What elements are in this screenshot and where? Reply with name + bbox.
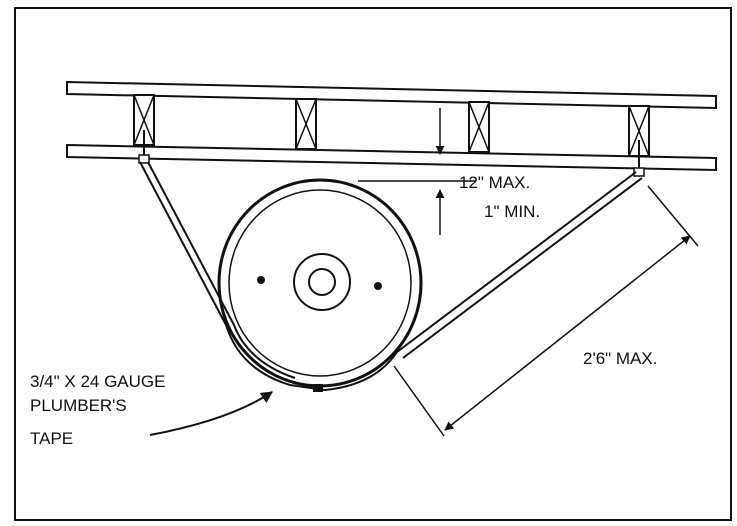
- joist-block-2: [295, 98, 317, 150]
- tape-leader-arrow: [149, 391, 273, 436]
- right-fastener: [633, 140, 645, 177]
- strap-left: [139, 161, 326, 391]
- diagram-border: [14, 7, 732, 521]
- clearance-min-label: 1" MIN.: [484, 202, 540, 221]
- clearance-max-label: 12" MAX.: [459, 173, 530, 192]
- joist-block-3: [468, 101, 490, 153]
- lower-joist-board: [66, 143, 717, 172]
- tape-label-line2: PLUMBER'S: [30, 396, 127, 415]
- heater-unit: [217, 178, 423, 392]
- clearance-dimension: [358, 108, 476, 235]
- strap-max-label: 2'6" MAX.: [583, 349, 657, 368]
- strap-length-dimension: [393, 185, 699, 437]
- tape-label-line3: TAPE: [30, 429, 73, 448]
- joist-block-4: [628, 105, 650, 157]
- left-fastener: [138, 130, 150, 164]
- tape-label-line1: 3/4" X 24 GAUGE: [30, 372, 166, 391]
- upper-joist-board: [66, 80, 717, 110]
